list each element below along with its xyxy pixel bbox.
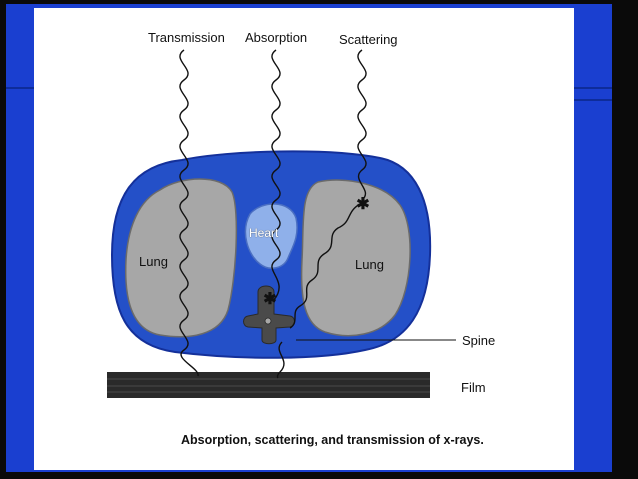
scatter-star-icon: ✱ (356, 196, 369, 213)
scattering-ray-out (289, 203, 361, 329)
scattering-ray-in (357, 49, 367, 201)
absorption-star-icon: ✱ (263, 291, 276, 308)
absorption-ray (271, 49, 281, 301)
spine (243, 285, 295, 345)
left-lung (124, 178, 238, 338)
label-transmission: Transmission (148, 30, 225, 45)
label-scattering: Scattering (339, 32, 398, 47)
figure-caption: Absorption, scattering, and transmission… (181, 433, 484, 447)
right-lung (300, 179, 411, 337)
label-heart: Heart (249, 226, 279, 240)
transmission-ray (179, 49, 199, 377)
label-lung-right: Lung (355, 257, 384, 272)
label-lung-left: Lung (139, 254, 168, 269)
absorption-ray-tail (276, 341, 285, 379)
label-spine: Spine (462, 333, 496, 348)
film (107, 372, 430, 398)
label-absorption: Absorption (245, 30, 308, 45)
label-film: Film (461, 380, 486, 395)
spinal-canal (264, 317, 272, 325)
